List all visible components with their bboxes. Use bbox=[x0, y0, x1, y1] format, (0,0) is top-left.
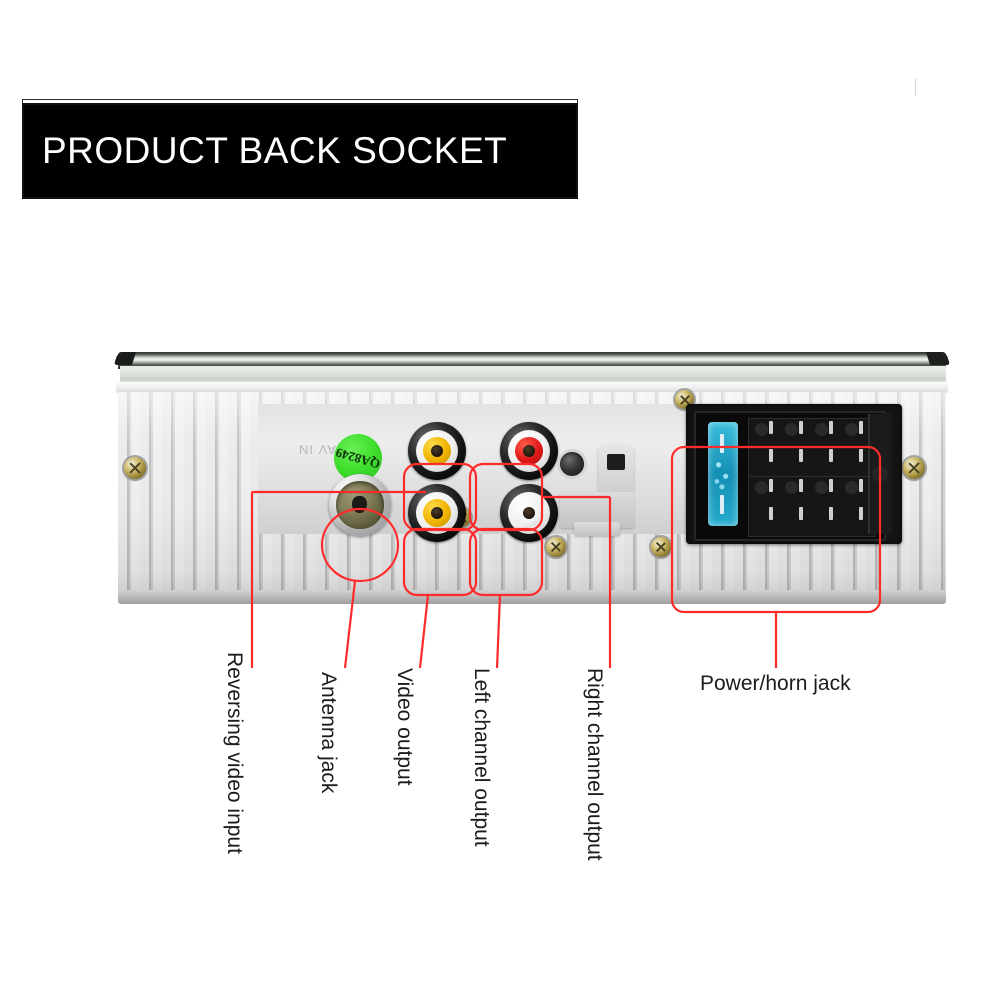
chassis-screw-right bbox=[903, 457, 925, 479]
rca-pin-hole bbox=[522, 444, 536, 458]
label-left-channel-output: Left channel output bbox=[470, 668, 493, 847]
fuse-element-top bbox=[720, 434, 724, 454]
chassis-top-gloss-strip bbox=[118, 352, 946, 369]
label-antenna-jack: Antenna jack bbox=[317, 672, 340, 794]
center-bracket-foot bbox=[574, 522, 620, 536]
fuse-internal-detail bbox=[711, 451, 735, 497]
rca-jack-left-channel-output bbox=[500, 484, 558, 542]
rca-jack-reversing-video-input bbox=[408, 422, 466, 480]
center-slot-tab bbox=[598, 444, 634, 492]
iso-connector-latch-hole bbox=[872, 466, 888, 482]
center-round-hole bbox=[560, 452, 584, 476]
chassis-top-band bbox=[120, 366, 946, 384]
iso-pin-row-bottom bbox=[748, 476, 876, 537]
fuse-element-bottom bbox=[720, 494, 724, 514]
rca-pin-hole bbox=[430, 444, 444, 458]
antenna-jack-connector bbox=[329, 474, 391, 536]
stray-tick-mark bbox=[915, 78, 916, 96]
rca-jack-right-channel-output bbox=[500, 422, 558, 480]
antenna-jack-barrel bbox=[336, 481, 384, 529]
chassis-screw-left bbox=[124, 457, 146, 479]
chassis-top-lip bbox=[116, 382, 948, 393]
label-reversing-video-input: Reversing video input bbox=[223, 652, 246, 854]
antenna-jack-core bbox=[352, 495, 368, 513]
iso-power-horn-connector bbox=[686, 404, 902, 544]
chassis-top-right-cap bbox=[925, 352, 951, 365]
product-back-socket-banner: PRODUCT BACK SOCKET bbox=[22, 103, 578, 199]
plate-screw-bracket bbox=[546, 537, 566, 557]
label-right-channel-output: Right channel output bbox=[583, 668, 606, 861]
iso-fuse bbox=[708, 422, 738, 526]
embossed-av-in-text: AV IN bbox=[298, 442, 336, 457]
iso-pin-row-top bbox=[748, 418, 876, 479]
page-title: PRODUCT BACK SOCKET bbox=[42, 130, 508, 171]
plate-screw-right bbox=[651, 537, 671, 557]
chassis-bottom-edge bbox=[118, 590, 946, 604]
center-slot-hole bbox=[607, 453, 625, 470]
label-power-horn-jack: Power/horn jack bbox=[700, 672, 851, 695]
label-video-output: Video output bbox=[393, 668, 416, 786]
rca-jack-video-output bbox=[408, 484, 466, 542]
